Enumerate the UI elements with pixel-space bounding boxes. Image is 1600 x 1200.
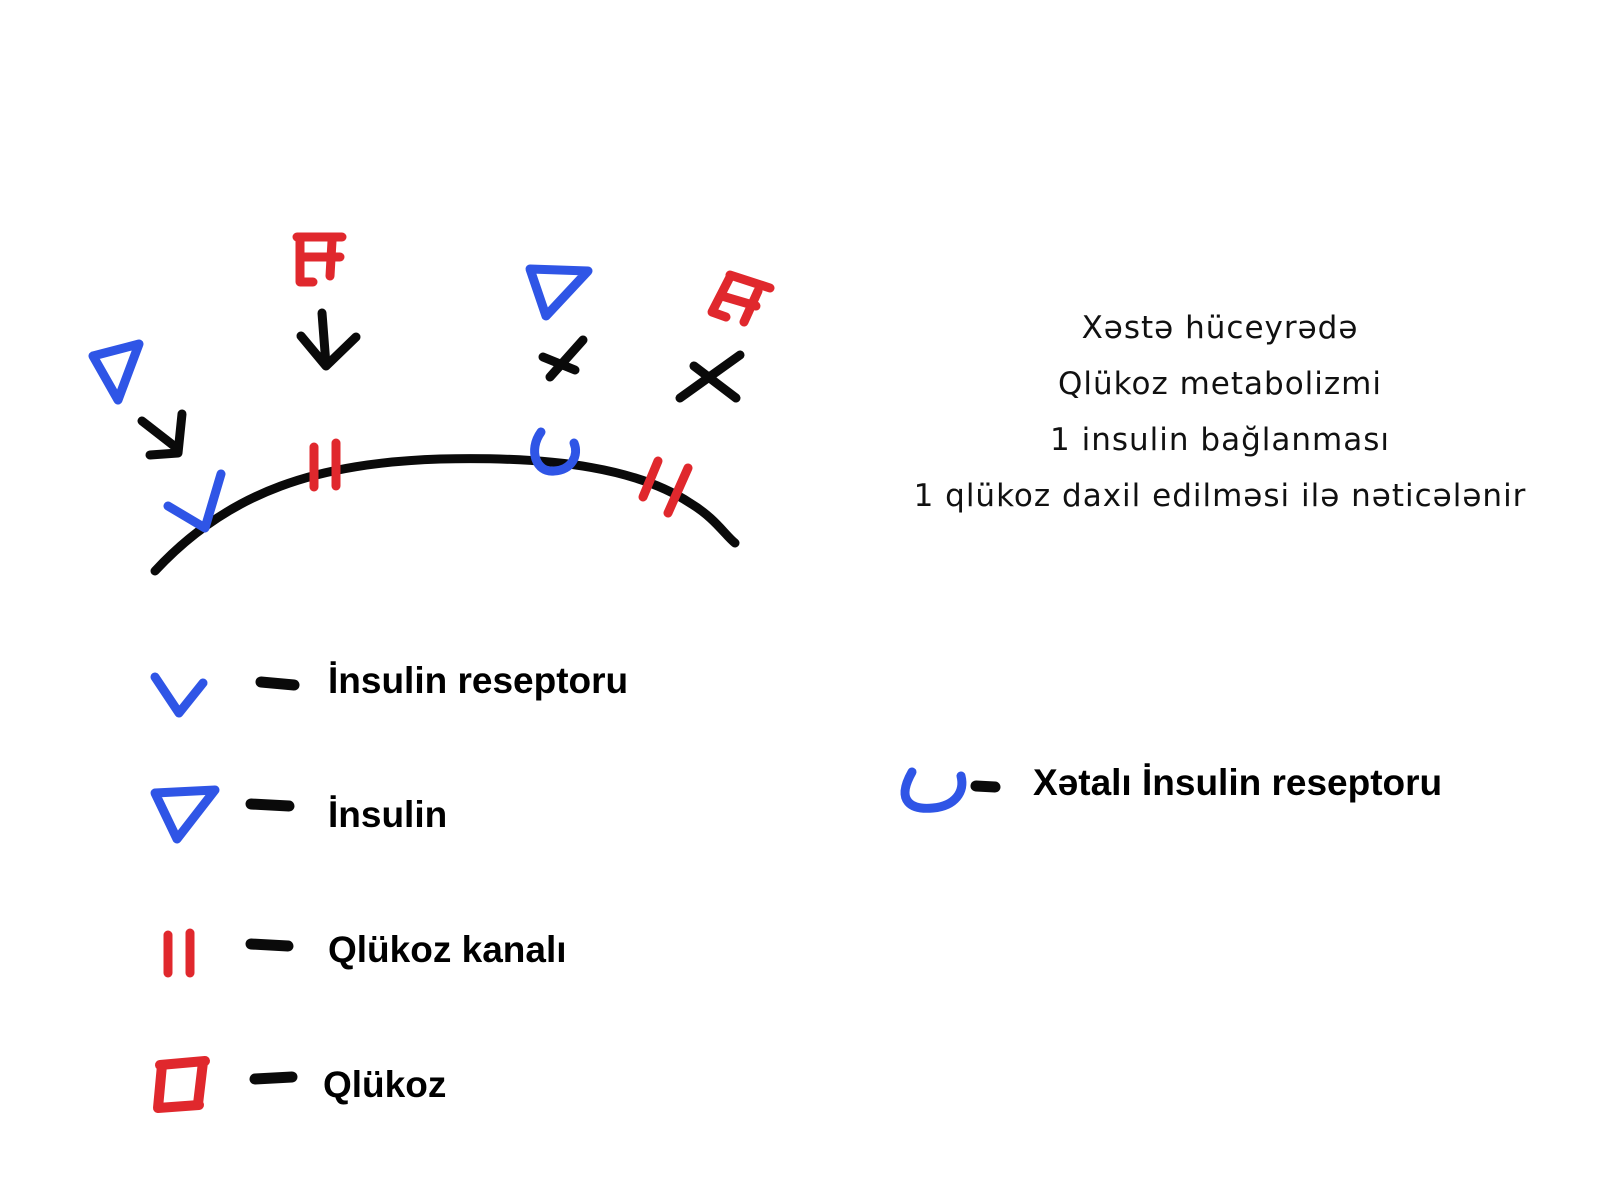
legend-label-glucose-channel: Qlükoz kanalı <box>328 929 567 970</box>
insulin-triangle-icon <box>88 339 144 405</box>
caption-line: Xəstə hüceyrədə <box>1081 310 1359 346</box>
legend-label-insulin: İnsulin <box>328 794 448 835</box>
legend-faulty-receptor-icon <box>900 767 967 813</box>
glucose-square-icon <box>292 232 347 287</box>
blocked-x-icon <box>538 335 588 382</box>
blocked-x-icon <box>675 350 745 403</box>
legend-label-glucose: Qlükoz <box>323 1064 447 1105</box>
legend-label-faulty-receptor: Xətalı İnsulin reseptoru <box>1033 762 1443 803</box>
insulin-triangle-icon <box>525 264 593 321</box>
legend-insulin-receptor-icon <box>150 672 208 718</box>
legend-dash <box>245 798 295 812</box>
legend-label-insulin-receptor: İnsulin reseptoru <box>328 660 629 701</box>
caption-line: 1 insulin bağlanması <box>1050 422 1390 458</box>
legend-glucose-channel-icon <box>163 928 195 978</box>
legend-dash <box>249 1071 298 1085</box>
glucose-channel-icon <box>309 438 341 492</box>
blocked-glucose-channel-icon <box>638 456 693 518</box>
legend-dash <box>970 780 1001 793</box>
legend-insulin-icon <box>150 785 220 844</box>
legend-glucose-icon <box>153 1056 210 1113</box>
cell-membrane-line <box>150 454 740 576</box>
legend-dash <box>255 676 300 691</box>
caption-line: 1 qlükoz daxil edilməsi ilə nəticələnir <box>913 478 1527 514</box>
insulin-receptor-icon <box>163 469 226 533</box>
legend-dash <box>245 938 294 952</box>
caption-line: Qlükoz metabolizmi <box>1058 366 1382 402</box>
faulty-receptor-icon <box>530 427 581 476</box>
arrow-icon <box>296 308 361 371</box>
glucose-square-icon <box>707 270 775 327</box>
diagram-caption: Xəstə hüceyrədə Qlükoz metabolizmi 1 ins… <box>900 300 1540 524</box>
arrow-icon <box>137 409 187 460</box>
